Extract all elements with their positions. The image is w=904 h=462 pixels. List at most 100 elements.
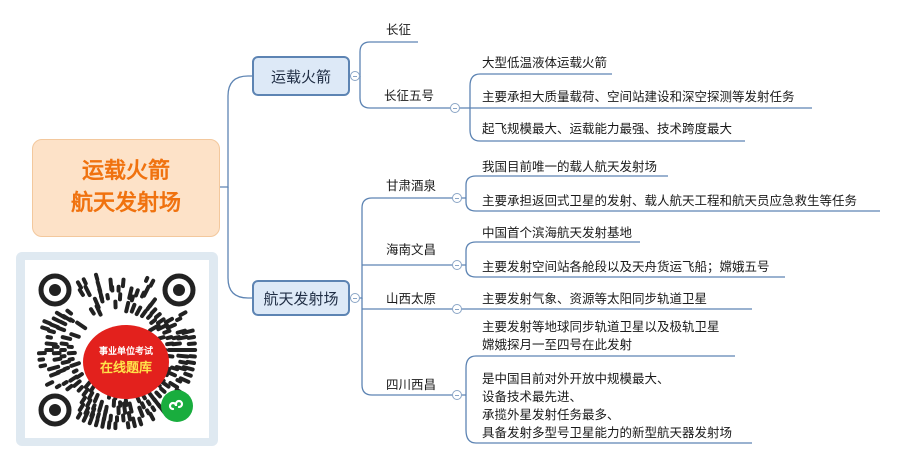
qr-module <box>71 368 79 374</box>
qr-module <box>68 317 75 323</box>
qr-module <box>88 307 96 316</box>
qr-module <box>145 303 153 312</box>
xichang-note-1[interactable]: 主要发射等地球同步轨道卫星以及极轨卫星 嫦娥探月一至四号在此发射 <box>482 318 720 354</box>
qr-module <box>47 364 61 372</box>
qr-module <box>178 310 188 318</box>
qr-module <box>148 323 161 333</box>
qr-module <box>83 380 92 389</box>
qr-module <box>135 395 142 404</box>
qr-module <box>42 319 53 326</box>
qr-module <box>178 359 189 365</box>
qr-module <box>83 284 92 298</box>
qr-module <box>94 304 103 317</box>
qr-module <box>62 365 70 372</box>
qr-module <box>45 335 53 340</box>
qr-module <box>169 365 180 372</box>
central-topic-line2: 航天发射场 <box>70 191 181 216</box>
qr-module <box>145 408 151 416</box>
qr-module <box>69 332 81 339</box>
qr-module <box>156 322 169 332</box>
qr-module <box>124 300 131 314</box>
wenchang-note-1[interactable]: 中国首个滨海航天发射基地 <box>482 225 633 240</box>
qr-module <box>159 386 167 394</box>
qr-module <box>149 307 158 316</box>
collapse-icon[interactable] <box>350 71 360 81</box>
qr-module <box>83 406 91 416</box>
central-topic-line1: 运载火箭 <box>81 159 170 184</box>
qr-module <box>131 416 137 429</box>
badge-bottom-text: 在线题库 <box>99 361 152 376</box>
xichang-note-2-line: 承揽外星发射任务最多、 <box>482 407 620 422</box>
qr-module <box>77 402 86 413</box>
qr-module <box>175 316 183 323</box>
qr-module <box>44 341 58 347</box>
qr-module <box>103 404 109 415</box>
branch-rockets[interactable]: 运载火箭 <box>252 56 350 96</box>
qr-module <box>81 387 90 397</box>
qr-module <box>51 316 61 324</box>
jiuquan-note-2[interactable]: 主要承担返回式卫星的发射、载人航天工程和航天员应急救生等任务 <box>482 193 858 208</box>
jiuquan-note-1[interactable]: 我国目前唯一的载人航天发射场 <box>482 159 658 174</box>
qr-module <box>38 363 48 369</box>
qr-module <box>123 398 129 407</box>
collapse-icon[interactable] <box>452 304 462 314</box>
qr-module <box>139 401 146 410</box>
topic-changzheng[interactable]: 长征 <box>386 22 412 37</box>
qr-module <box>59 341 69 347</box>
branch-launch-sites-label: 航天发射场 <box>263 289 339 308</box>
qr-module <box>168 381 180 390</box>
collapse-icon[interactable] <box>452 390 462 400</box>
central-topic[interactable]: 运载火箭 航天发射场 <box>32 139 220 237</box>
qr-module <box>163 316 175 325</box>
qr-module <box>140 290 146 299</box>
qr-module <box>72 379 82 388</box>
qr-module <box>58 319 68 327</box>
wechat-miniprogram-icon <box>161 390 193 422</box>
collapse-icon[interactable] <box>350 293 360 303</box>
badge-top-text: 事业单位考试 <box>98 347 153 357</box>
qr-module <box>148 411 156 422</box>
taiyuan-note-1[interactable]: 主要发射气象、资源等太阳同步轨道卫星 <box>482 291 708 306</box>
site-jiuquan[interactable]: 甘肃酒泉 <box>386 178 437 193</box>
qr-module <box>40 325 51 332</box>
xichang-note-2[interactable]: 是中国目前对外开放中规模最大、 设备技术最先进、 承揽外星发射任务最多、 具备发… <box>482 370 732 442</box>
qr-module <box>91 403 97 411</box>
qr-finder-dot <box>49 284 61 296</box>
qr-module <box>149 318 157 325</box>
qr-module <box>60 359 71 365</box>
qr-module <box>75 280 83 290</box>
xichang-note-1-line: 嫦娥探月一至四号在此发射 <box>482 337 633 352</box>
qr-module <box>98 294 105 304</box>
cz5-note-2[interactable]: 主要承担大质量载荷、空间站建设和深空探测等发射任务 <box>482 89 795 104</box>
branch-launch-sites[interactable]: 航天发射场 <box>252 280 350 316</box>
qr-module <box>79 395 87 405</box>
site-xichang[interactable]: 四川西昌 <box>386 377 437 392</box>
qr-module <box>129 302 137 314</box>
qr-module <box>92 393 100 404</box>
wenchang-note-2[interactable]: 主要发射空间站各舱段以及天舟货运飞船；嫦娥五号 <box>482 259 770 274</box>
collapse-icon[interactable] <box>450 103 460 113</box>
qr-center-badge: 事业单位考试 在线题库 <box>83 325 169 399</box>
collapse-icon[interactable] <box>452 260 462 270</box>
qr-module <box>97 399 104 413</box>
cz5-note-1[interactable]: 大型低温液体运载火箭 <box>482 55 608 70</box>
site-taiyuan[interactable]: 山西太原 <box>386 291 437 306</box>
qr-module <box>175 378 183 384</box>
qr-module <box>165 341 175 347</box>
qr-module <box>146 313 153 320</box>
qr-module <box>186 341 197 346</box>
xichang-note-2-line: 设备技术最先进、 <box>482 389 583 404</box>
qr-module <box>160 380 171 389</box>
xichang-note-2-line: 具备发射多型号卫星能力的新型航天器发射场 <box>482 425 733 440</box>
qr-module <box>165 322 177 330</box>
qr-module <box>61 380 69 386</box>
site-wenchang[interactable]: 海南文昌 <box>386 242 437 257</box>
qr-module <box>140 309 148 319</box>
cz5-note-3[interactable]: 起飞规模最大、运载能力最强、技术跨度最大 <box>482 121 733 136</box>
topic-cz5[interactable]: 长征五号 <box>384 88 435 103</box>
qr-module <box>85 398 93 408</box>
collapse-icon[interactable] <box>452 193 462 203</box>
qr-module <box>162 328 172 335</box>
qr-module <box>186 334 197 340</box>
qr-module <box>148 278 156 288</box>
